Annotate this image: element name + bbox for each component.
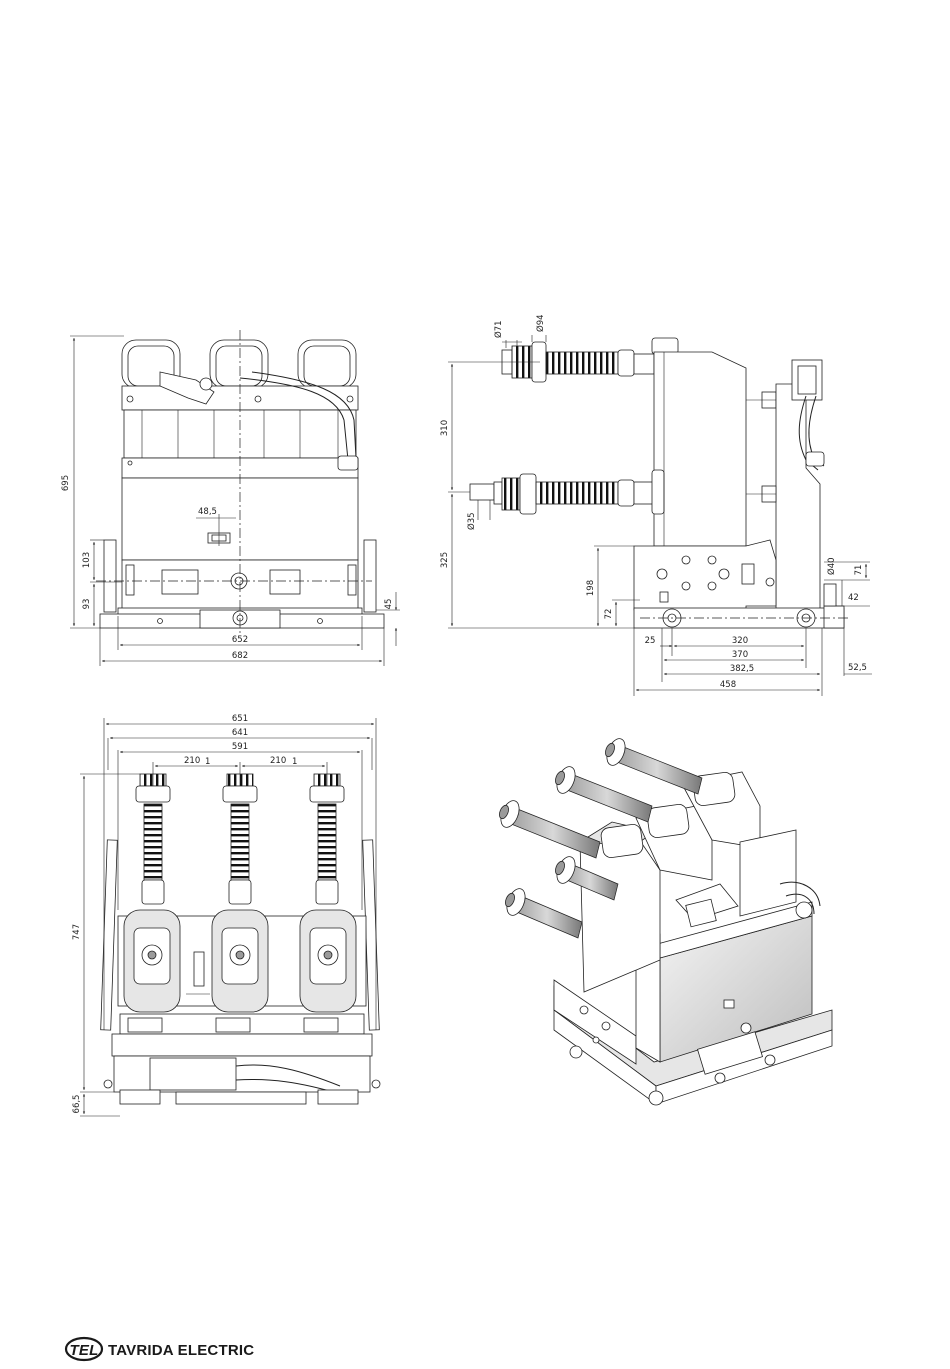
dim-682: 682	[232, 651, 248, 661]
dim-42: 42	[848, 593, 859, 603]
front-view: 695 103 93 45 48,5 652 682	[61, 330, 400, 666]
dim-103: 103	[82, 552, 92, 568]
brand-logo: TEL TAVRIDA ELECTRIC	[66, 1338, 254, 1360]
top-poles	[136, 774, 344, 904]
brand-name: TAVRIDA ELECTRIC	[108, 1342, 254, 1359]
dim-d94: Ø94	[535, 314, 546, 332]
dim-52-5: 52,5	[848, 663, 867, 673]
dim-370: 370	[732, 650, 748, 660]
dim-310: 310	[440, 420, 450, 436]
dim-25: 25	[645, 636, 656, 646]
dim-198: 198	[586, 580, 596, 596]
dim-71: 71	[854, 565, 864, 576]
dim-591: 591	[232, 742, 248, 752]
dim-48-5: 48,5	[198, 507, 217, 517]
dim-747: 747	[72, 924, 82, 940]
dim-72: 72	[604, 609, 614, 620]
dim-695: 695	[61, 475, 71, 491]
dim-651: 651	[232, 714, 248, 724]
front-pole-caps	[122, 340, 356, 388]
dim-320: 320	[732, 636, 748, 646]
dim-93: 93	[82, 599, 92, 610]
dim-325: 325	[440, 552, 450, 568]
dim-d35: Ø35	[466, 512, 477, 530]
dim-45: 45	[384, 599, 394, 610]
side-view: Ø71 Ø94 310 325 Ø35 198 72 Ø40 71	[440, 314, 872, 696]
dim-652: 652	[232, 635, 248, 645]
dim-d71: Ø71	[493, 320, 504, 338]
dim-382-5: 382,5	[730, 664, 754, 674]
vacuum-circuit-breaker-isometric-icon	[497, 736, 832, 1105]
dim-641: 641	[232, 728, 248, 738]
dim-458: 458	[720, 680, 736, 690]
dim-d40: Ø40	[826, 557, 837, 575]
dim-tol-left: 1	[205, 757, 210, 767]
dim-66-5: 66,5	[72, 1095, 82, 1114]
top-view: 651 641 591 210 1 210 1 747 66,5	[72, 714, 380, 1116]
logo-mark: TEL	[70, 1342, 99, 1359]
dim-pitch-right: 210	[270, 756, 286, 766]
dim-tol-right: 1	[292, 757, 297, 767]
dim-pitch-left: 210	[184, 756, 200, 766]
